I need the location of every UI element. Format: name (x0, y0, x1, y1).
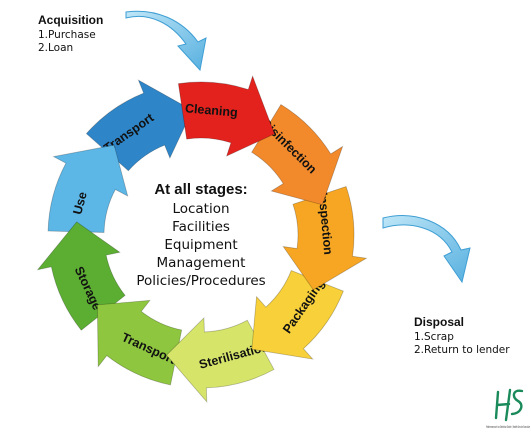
stage-arrow-packaging (251, 270, 344, 360)
acquisition-item-loan: 2.Loan (38, 42, 73, 54)
hse-logo: Feidhmeannacht na Seirbhíse Sláinte / He… (486, 388, 530, 429)
hse-logo-caption: Feidhmeannacht na Seirbhíse Sláinte / He… (486, 425, 530, 429)
center-panel: At all stages: Location Facilities Equip… (136, 181, 265, 289)
center-item-equipment: Equipment (164, 237, 237, 253)
disposal-item-scrap: 1.Scrap (414, 331, 454, 343)
stage-label-inspection: Inspection (316, 192, 336, 256)
center-item-policies: Policies/Procedures (136, 273, 265, 289)
stage-arrow-cleaning (177, 74, 275, 157)
disposal-title: Disposal (414, 315, 464, 329)
disposal-flow-arrow (382, 215, 471, 284)
stage-arrow-storage (36, 221, 126, 331)
stage-arrow-use (47, 144, 129, 233)
stage-label-cleaning: Cleaning (184, 101, 238, 119)
acquisition-item-purchase: 1.Purchase (38, 29, 96, 41)
stage-label-use: Use (70, 190, 89, 216)
acquisition-block: Acquisition 1.Purchase 2.Loan (38, 13, 103, 54)
stage-arrow-sterilisation (165, 317, 275, 404)
center-item-management: Management (157, 255, 246, 271)
acquisition-title: Acquisition (38, 13, 103, 27)
disposal-block: Disposal 1.Scrap 2.Return to lender (414, 315, 510, 356)
stage-arrow-disinfection (251, 103, 344, 206)
stage-arrow-transport-2 (96, 299, 183, 386)
center-title: At all stages: (154, 181, 247, 198)
center-item-location: Location (172, 201, 229, 217)
center-item-facilities: Facilities (172, 219, 230, 235)
disposal-item-return: 2.Return to lender (414, 344, 510, 356)
acquisition-flow-arrow (125, 10, 207, 72)
stage-arrow-inspection (282, 185, 368, 291)
